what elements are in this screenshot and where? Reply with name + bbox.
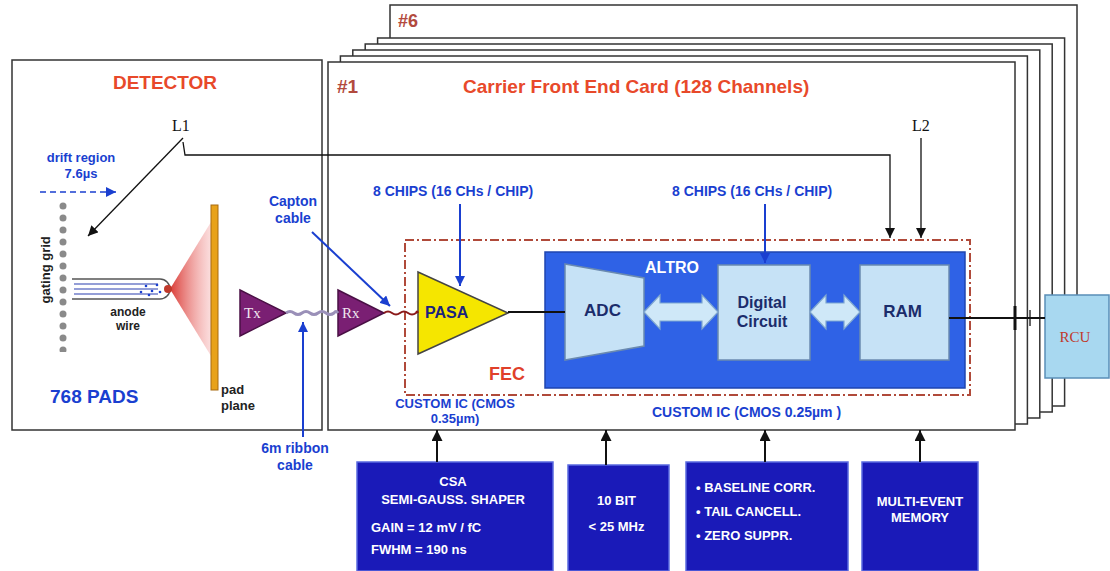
illustration-stroke bbox=[72, 279, 170, 299]
card-box: #1 Carrier Front End Card (128 Channels) F… bbox=[328, 62, 1015, 430]
spec-box: 10 BIT < 25 MHz bbox=[568, 465, 669, 571]
node-text: • BASELINE CORR. bbox=[696, 480, 815, 496]
process-box-outline bbox=[718, 265, 810, 360]
node-text: SEMI-GAUSS. SHAPER bbox=[357, 492, 549, 508]
illustration-stroke bbox=[151, 290, 154, 293]
spec-arrow bbox=[436, 430, 438, 462]
illustration-stroke bbox=[159, 291, 162, 294]
process-box: Digital Circuit bbox=[718, 265, 810, 360]
signal-connector bbox=[508, 311, 565, 313]
fec-region-outline bbox=[405, 240, 970, 395]
node-text: RAM bbox=[860, 302, 945, 322]
spec-box: • BASELINE CORR. • TAIL CANCELL. • ZERO SU… bbox=[686, 462, 848, 571]
spec-arrow bbox=[764, 430, 766, 462]
receiver-triangle-outline bbox=[338, 290, 384, 336]
illustration-stroke bbox=[74, 283, 158, 284]
node-text: < 25 MHz bbox=[568, 519, 665, 535]
note-label: CUSTOM IC (CMOS 0.25µm ) bbox=[652, 404, 841, 421]
adc-block: ADC bbox=[565, 264, 644, 360]
signal-connector bbox=[384, 312, 418, 315]
signal-name: L2 bbox=[912, 116, 930, 135]
illustration-stroke bbox=[59, 200, 67, 352]
node-text: #6 bbox=[398, 11, 418, 33]
illustration-stroke bbox=[764, 204, 766, 263]
node-text: GAIN = 12 mV / fC bbox=[371, 520, 481, 536]
node-text: FEC bbox=[489, 364, 525, 386]
fec-region: FEC PASA ALTRO ADC Digital Circuit RAM bbox=[405, 240, 970, 395]
node-text: ALTRO bbox=[645, 258, 699, 277]
dimension-label: drift region 7.6µs bbox=[36, 150, 126, 181]
node-text: FWHM = 190 ns bbox=[371, 542, 467, 558]
chip-box-outline bbox=[545, 252, 965, 388]
spec-box: CSA SEMI-GAUSS. SHAPER GAIN = 12 mV / fC FW… bbox=[357, 462, 553, 571]
spec-box-outline bbox=[862, 462, 978, 571]
note-label: CUSTOM IC (CMOS 0.35µm) bbox=[395, 397, 515, 427]
illustration-stroke bbox=[920, 138, 921, 238]
detector-box: DETECTOR 768 PADS Tx bbox=[12, 60, 322, 430]
chip-box: ALTRO ADC Digital Circuit RAM bbox=[545, 252, 965, 388]
part-label: anode wire bbox=[102, 305, 154, 334]
transmitter-triangle-outline bbox=[240, 290, 286, 336]
illustration-stroke bbox=[40, 191, 116, 193]
adc-block-outline bbox=[565, 264, 644, 360]
memory-box: RAM bbox=[860, 265, 949, 360]
part-label: gating grid bbox=[38, 230, 54, 310]
amplifier-triangle-outline bbox=[418, 272, 508, 354]
spec-arrow bbox=[605, 430, 607, 465]
illustration-stroke bbox=[183, 142, 890, 238]
illustration-stroke bbox=[302, 322, 304, 437]
node-text: Rx bbox=[342, 304, 360, 322]
node-text: 10 BIT bbox=[568, 493, 665, 509]
node-text: 768 PADS bbox=[50, 386, 138, 409]
node-text: • ZERO SUPPR. bbox=[696, 528, 792, 544]
receiver-triangle: Rx bbox=[338, 290, 384, 336]
signal-name: L1 bbox=[172, 116, 190, 135]
node-text: Digital Circuit bbox=[718, 293, 806, 331]
memory-box-outline bbox=[860, 265, 949, 360]
node-text: #1 bbox=[337, 76, 358, 99]
data-flow-arrow bbox=[644, 295, 718, 329]
node-text: MULTI-EVENT MEMORY bbox=[865, 494, 975, 525]
signal-connector bbox=[949, 317, 1045, 319]
illustration-stroke bbox=[156, 284, 159, 287]
node-text: Carrier Front End Card (128 Channels) bbox=[463, 76, 809, 99]
illustration-stroke bbox=[140, 291, 143, 294]
signal-connector bbox=[286, 312, 338, 315]
node-text: CSA bbox=[357, 474, 549, 490]
detector-outline bbox=[12, 60, 322, 430]
node-text: Tx bbox=[244, 304, 261, 322]
amplifier-triangle: PASA bbox=[418, 272, 508, 354]
illustration-stroke bbox=[211, 205, 218, 390]
note-label: 8 CHIPS (16 CHs / CHIP) bbox=[672, 183, 832, 200]
part-label: Capton cable bbox=[262, 193, 324, 227]
node-text: • TAIL CANCELL. bbox=[696, 504, 801, 520]
node-text: ADC bbox=[565, 301, 640, 321]
spec-arrow bbox=[919, 430, 921, 462]
illustration-stroke bbox=[148, 294, 151, 297]
illustration-stroke bbox=[164, 285, 172, 293]
illustration-stroke bbox=[170, 222, 211, 356]
part-label: 6m ribbon cable bbox=[252, 440, 338, 474]
part-label: pad plane bbox=[221, 382, 265, 413]
card-box-outline bbox=[328, 62, 1015, 430]
spec-box-outline bbox=[357, 462, 553, 571]
spec-box-outline bbox=[568, 465, 669, 571]
data-flow-arrow bbox=[810, 295, 860, 329]
note-label: 8 CHIPS (16 CHs / CHIP) bbox=[373, 183, 533, 200]
illustration-stroke bbox=[74, 288, 158, 289]
node-text: PASA bbox=[425, 303, 468, 322]
transmitter-triangle: Tx bbox=[240, 290, 286, 336]
rcu-box: RCU bbox=[1045, 295, 1109, 378]
illustration-stroke bbox=[459, 204, 461, 286]
illustration-stroke bbox=[145, 285, 148, 288]
spec-box: MULTI-EVENT MEMORY bbox=[862, 462, 978, 571]
node-text: DETECTOR bbox=[12, 72, 318, 95]
illustration-stroke bbox=[74, 293, 158, 294]
spec-box-outline bbox=[686, 462, 848, 571]
rcu-box-outline bbox=[1045, 295, 1109, 378]
illustration-stroke bbox=[312, 232, 390, 306]
node-text: RCU bbox=[1045, 328, 1105, 346]
